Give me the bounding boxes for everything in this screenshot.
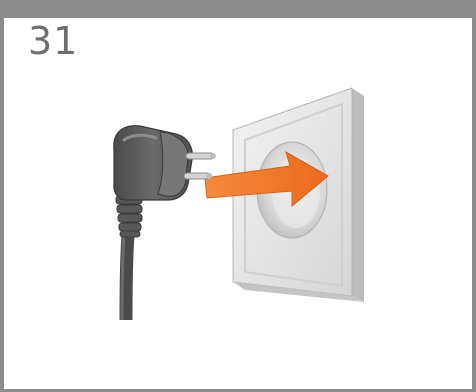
power-plug-icon	[114, 126, 216, 320]
